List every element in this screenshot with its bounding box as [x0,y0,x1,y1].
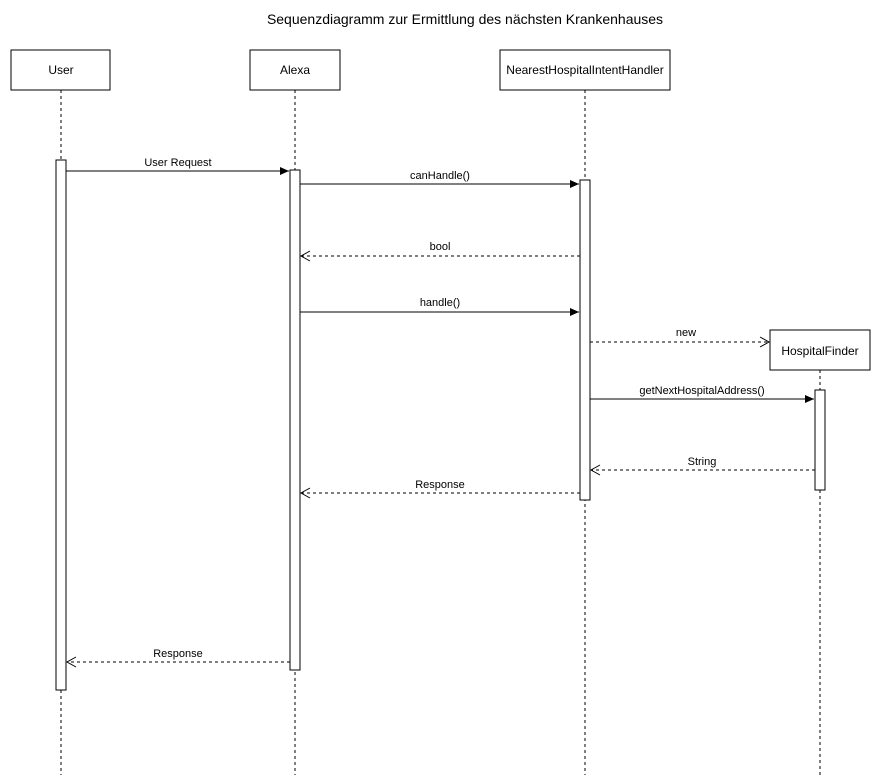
message-label-user-request: User Request [144,157,211,169]
participant-finder-label: HospitalFinder [781,344,858,358]
participant-alexa-label: Alexa [280,63,310,77]
diagram-title: Sequenzdiagramm zur Ermittlung des nächs… [267,11,663,27]
message-label-can-handle: canHandle() [410,170,470,182]
message-label-response-to-user: Response [153,648,203,660]
participant-user-label: User [48,63,73,77]
message-label-bool-return: bool [430,241,451,253]
participant-handler: NearestHospitalIntentHandler [499,49,671,91]
activation-user [55,159,67,691]
message-label-string-return: String [688,456,717,468]
participant-user: User [10,49,111,91]
participant-handler-label: NearestHospitalIntentHandler [506,63,663,77]
activation-finder [814,389,826,491]
message-label-handle: handle() [420,297,460,309]
message-label-new-finder: new [676,327,696,339]
participant-finder: HospitalFinder [769,329,871,371]
message-label-response-to-alexa: Response [415,479,465,491]
participant-alexa: Alexa [249,49,341,91]
message-label-get-next-hospital-address: getNextHospitalAddress() [639,385,764,397]
activation-handler [579,179,591,501]
activation-alexa [289,169,301,671]
